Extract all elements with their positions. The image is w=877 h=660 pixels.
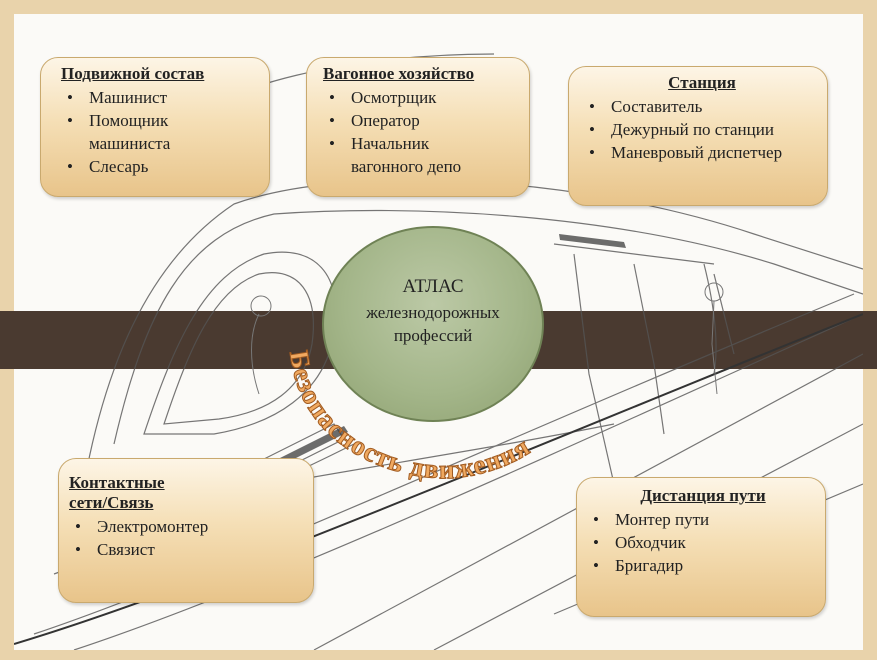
arc-text: Безопасность движения bbox=[284, 348, 535, 484]
